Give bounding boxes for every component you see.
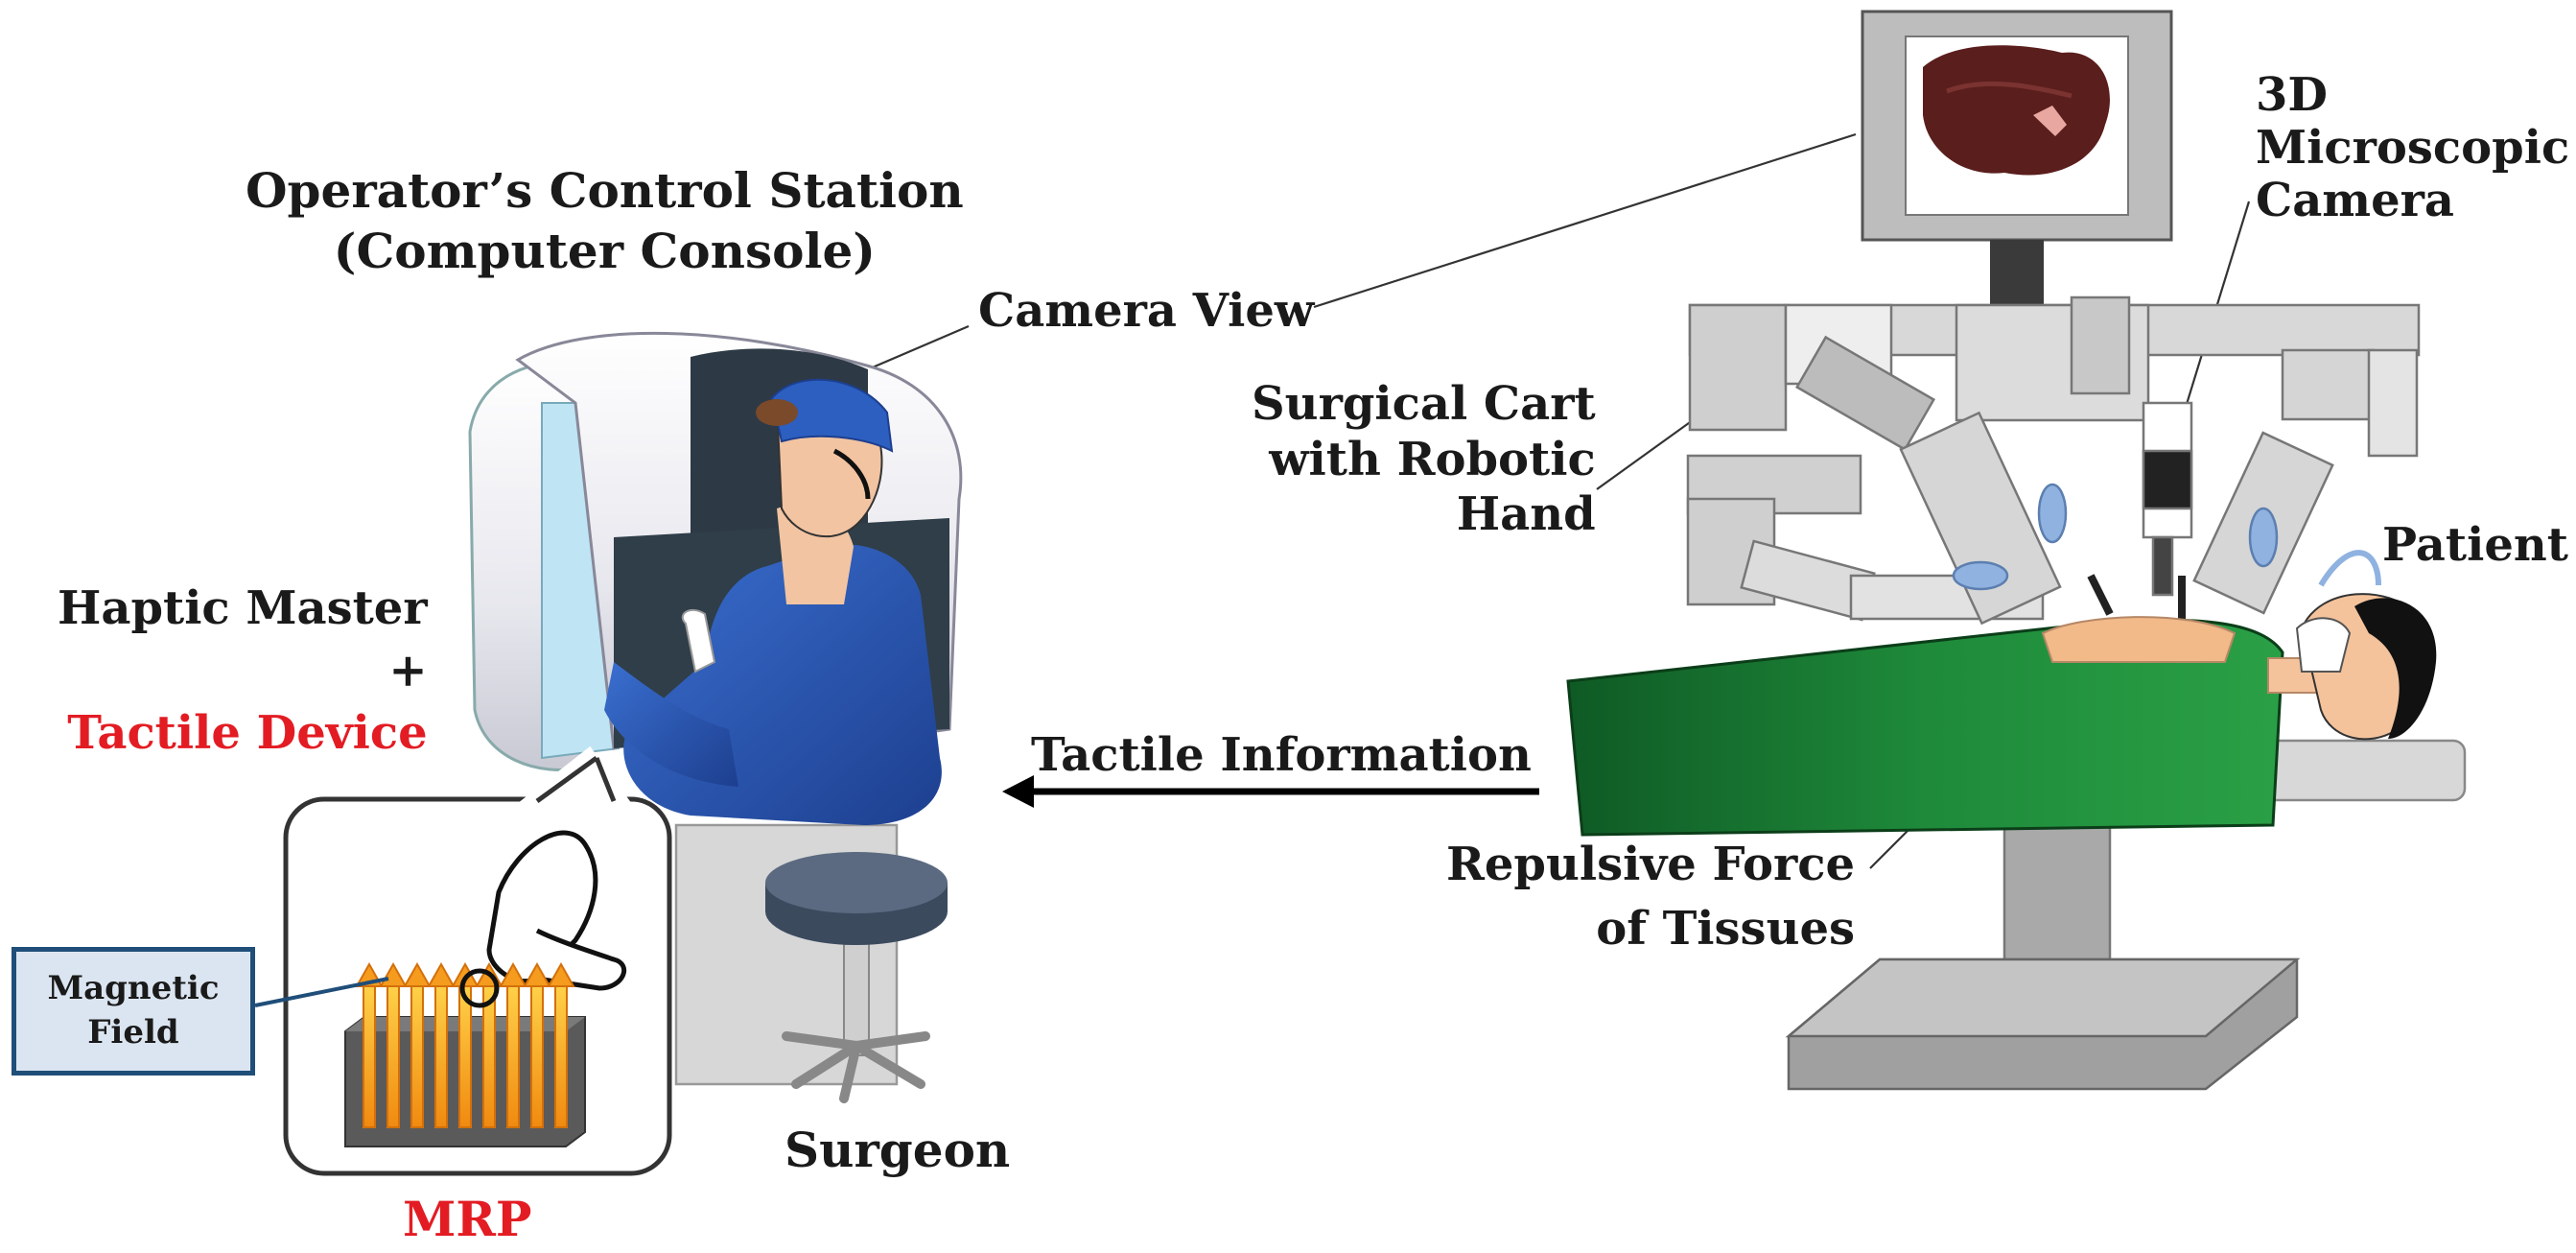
monitor [1861,10,2173,307]
microscopic-camera-line-1: 3D [2256,68,2329,122]
microscopic-camera-line-2: Microscopic [2256,121,2570,176]
magnetic-field-arrows [355,961,575,1128]
repulsive-force-label: Repulsive Force of Tissues [1446,833,1855,961]
tactile-information-label: Tactile Information [1031,728,1532,782]
field-arrow-shaft [506,982,520,1128]
tactile-information-arrow [1002,775,1539,808]
haptic-master-text: Haptic Master [58,581,428,635]
surgical-cart-label: Surgical Cart with Robotic Hand [1252,377,1596,543]
field-arrow-head [547,961,575,987]
control-station-line-1: Operator’s Control Station [246,162,964,219]
tactile-device-text: Tactile Device [67,705,428,760]
surgical-cart-line-2: with Robotic [1269,432,1596,486]
surgical-cart-robot [1686,296,2421,626]
field-arrow-shaft [363,982,376,1128]
mrp-inset [283,745,672,1176]
control-station-label: Operator’s Control Station (Computer Con… [246,161,964,281]
field-arrow-shaft [554,982,568,1128]
patient-label: Patient [2382,518,2568,572]
magnetic-field-leader [254,977,389,1007]
camera-view-label: Camera View [978,284,1315,338]
patient-figure [1566,550,2437,837]
field-arrow-shaft [530,982,544,1128]
mrp-touch-point [459,968,500,1008]
surgeon-stool [765,852,948,1103]
surgical-cart-line-1: Surgical Cart [1252,377,1596,431]
magnetic-field-line-1: Magnetic [47,969,220,1008]
microscopic-camera-line-3: Camera [2256,174,2455,228]
repulsive-force-line-1: Repulsive Force [1446,838,1856,891]
field-arrow-head [499,961,527,987]
field-arrow-head [403,961,432,987]
field-arrow-shaft [434,982,448,1128]
surgical-cart-line-3: Hand [1456,487,1596,542]
plus-sign: + [388,643,428,697]
magnetic-field-line-2: Field [87,1013,179,1052]
operating-table [1785,739,2467,1091]
field-arrow-shaft [458,982,472,1128]
control-station-line-2: (Computer Console) [333,222,876,279]
haptic-master-label: Haptic Master + Tactile Device [58,578,428,764]
camera-view-leader [1313,132,1857,309]
field-arrow-head [523,961,551,987]
surgeon-label: Surgeon [785,1122,1011,1178]
mrp-label: MRP [403,1191,532,1247]
field-arrow-head [427,961,456,987]
field-arrow-shaft [386,982,400,1128]
field-arrow-shaft [410,982,424,1128]
microscopic-camera-label: 3D Microscopic Camera [2256,68,2570,228]
magnetic-field-box: Magnetic Field [12,947,255,1076]
surgeon-figure [604,378,942,825]
repulsive-force-line-2: of Tissues [1596,902,1856,957]
